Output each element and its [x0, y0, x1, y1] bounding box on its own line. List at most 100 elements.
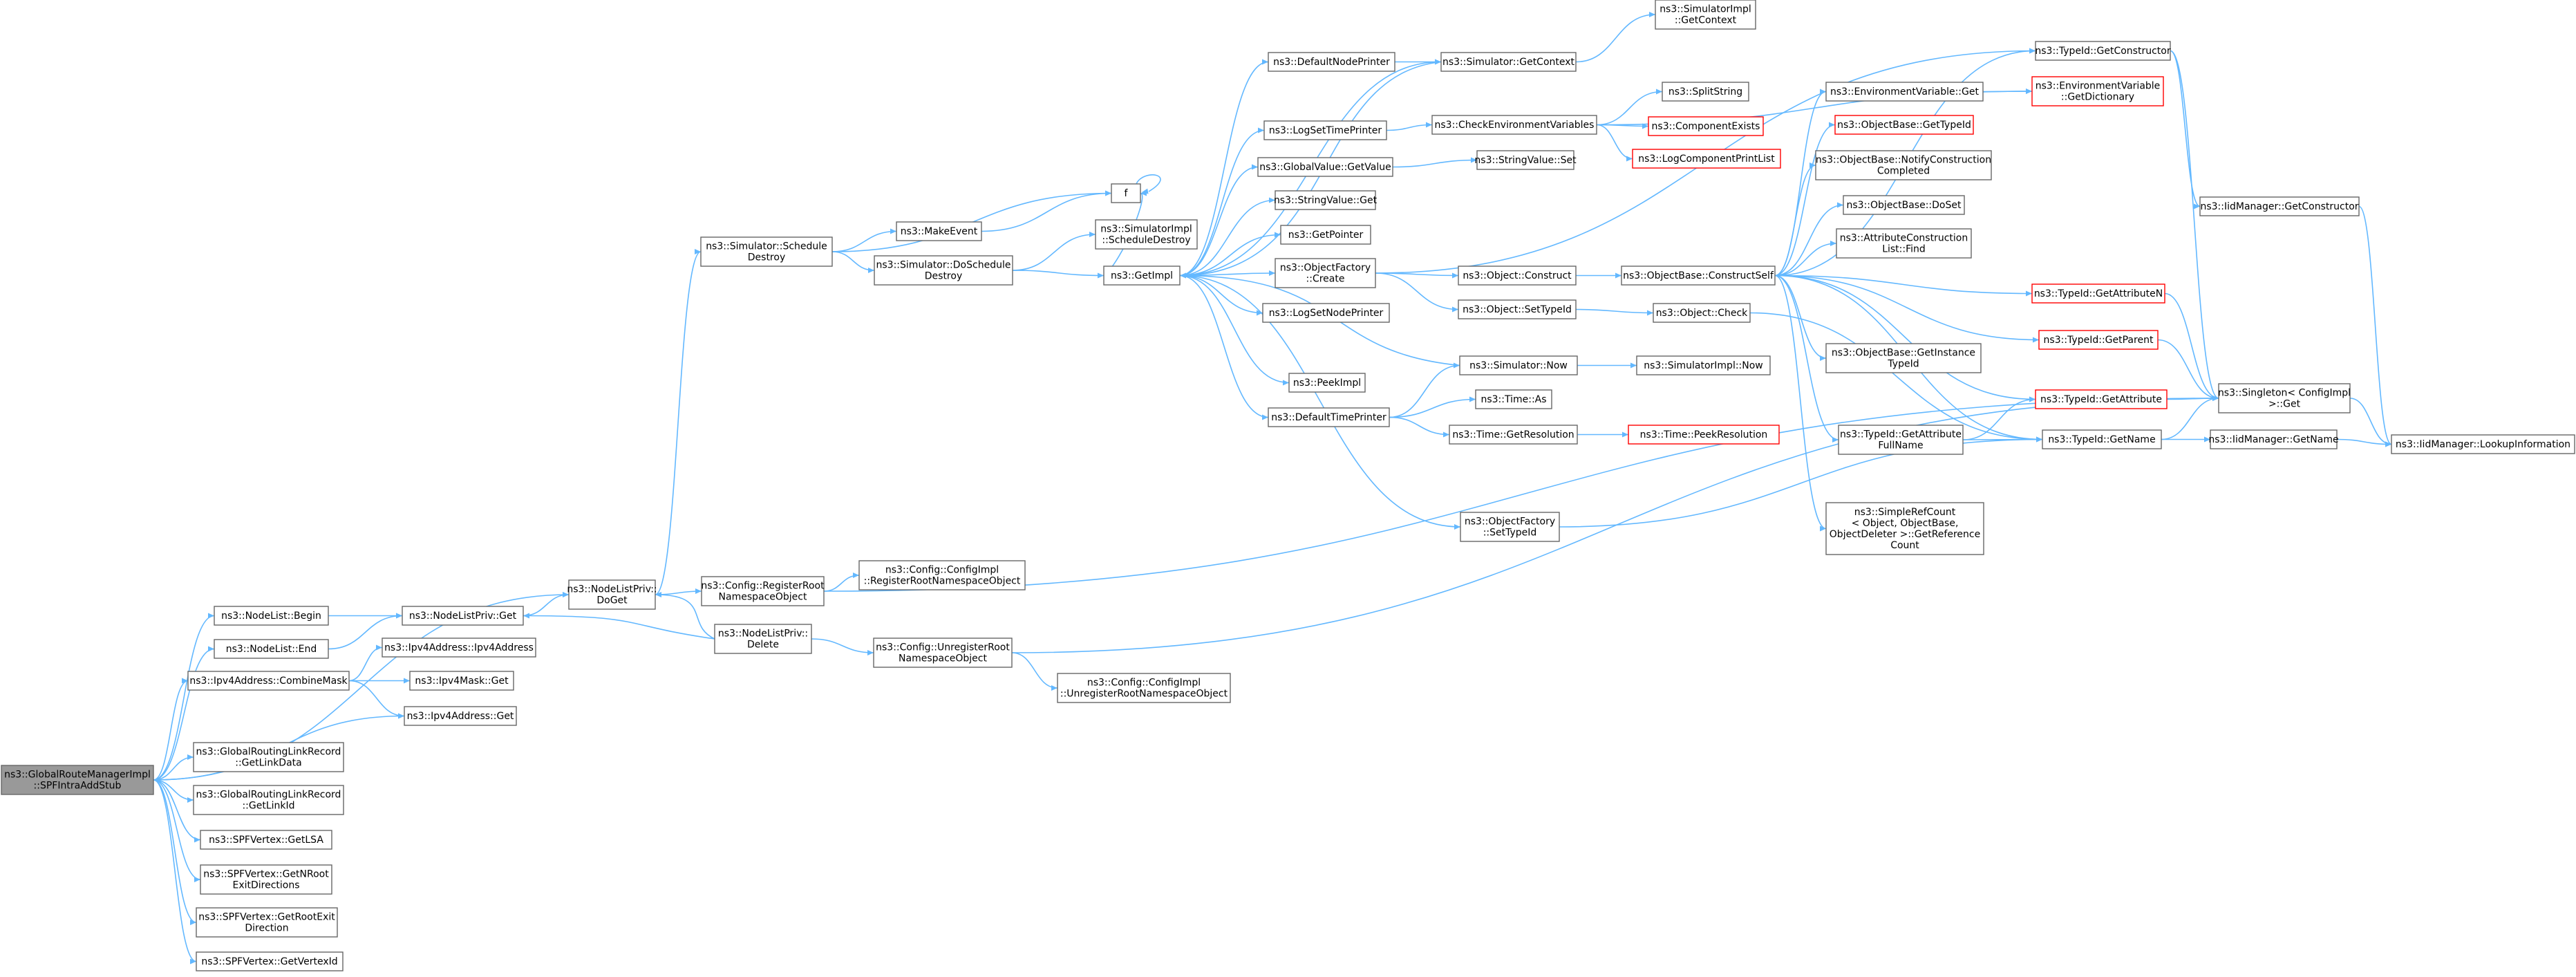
node-objconstruct[interactable]: ns3::Object::Construct [1458, 266, 1577, 286]
node-simimplctx[interactable]: ns3::SimulatorImpl::GetContext [1655, 0, 1756, 30]
node-notify[interactable]: ns3::ObjectBase::NotifyConstructionCompl… [1815, 150, 1992, 180]
node-envget[interactable]: ns3::EnvironmentVariable::Get [1825, 82, 1984, 102]
node-iidname[interactable]: ns3::IidManager::GetName [2208, 429, 2339, 449]
node-iidctor[interactable]: ns3::IidManager::GetConstructor [2199, 196, 2360, 216]
arrowhead [2033, 337, 2039, 343]
node-svget[interactable]: ns3::StringValue::Get [1274, 190, 1378, 210]
node-ipv4ctor[interactable]: ns3::Ipv4Address::Ipv4Address [382, 638, 536, 658]
node-label: ns3::Time::GetResolution [1452, 429, 1574, 440]
node-objfact[interactable]: ns3::ObjectFactory::Create [1275, 258, 1376, 288]
node-doget[interactable]: ns3::NodeListPriv::DoGet [567, 579, 657, 610]
node-objcheck[interactable]: ns3::Object::Check [1653, 303, 1751, 323]
node-timeas[interactable]: ns3::Time::As [1475, 389, 1552, 409]
node-compexists[interactable]: ns3::ComponentExists [1648, 116, 1764, 136]
node-getimpl[interactable]: ns3::GetImpl [1103, 266, 1181, 286]
node-label: ns3::SplitString [1668, 86, 1742, 97]
node-deftime[interactable]: ns3::DefaultTimePrinter [1268, 407, 1390, 427]
node-gvget[interactable]: ns3::GlobalValue::GetValue [1257, 157, 1393, 177]
edge-attrfull-to-tidattr [1962, 398, 2036, 440]
node-box [1280, 225, 1371, 245]
edge-f-to-f [1136, 174, 1161, 192]
node-label: ns3::Time::As [1480, 394, 1546, 405]
node-box [1440, 52, 1577, 72]
node-defnode[interactable]: ns3::DefaultNodePrinter [1268, 52, 1395, 72]
node-logcomp[interactable]: ns3::LogComponentPrintList [1632, 149, 1781, 169]
node-singleton[interactable]: ns3::Singleton< ConfigImpl>::Get [2218, 383, 2351, 413]
node-vid[interactable]: ns3::SPFVertex::GetVertexId [196, 951, 344, 971]
node-logsettime[interactable]: ns3::LogSetTimePrinter [1263, 120, 1387, 140]
node-maskget[interactable]: ns3::Ipv4Mask::Get [409, 671, 514, 691]
node-tidctor[interactable]: ns3::TypeId::GetConstructor [2035, 41, 2171, 61]
node-envdict[interactable]: ns3::EnvironmentVariable::GetDictionary [2031, 76, 2164, 106]
node-nlend[interactable]: ns3::NodeList::End [214, 639, 329, 659]
node-box [874, 255, 1013, 286]
node-refcount[interactable]: ns3::SimpleRefCount< Object, ObjectBase,… [1825, 502, 1984, 555]
arrowhead [404, 678, 410, 684]
node-tidparent[interactable]: ns3::TypeId::GetParent [2038, 330, 2159, 350]
node-doset[interactable]: ns3::ObjectBase::DoSet [1843, 195, 1965, 215]
node-checkenv[interactable]: ns3::CheckEnvironmentVariables [1431, 115, 1597, 135]
node-ofsettid[interactable]: ns3::ObjectFactory::SetTypeId [1460, 512, 1560, 542]
node-lookup[interactable]: ns3::IidManager::LookupInformation [2391, 434, 2575, 454]
node-label: ns3::EnvironmentVariable::Get [1830, 86, 1979, 97]
edge-nlend-to-nlpget [328, 615, 403, 650]
node-peekimpl[interactable]: ns3::PeekImpl [1288, 373, 1366, 393]
arrowhead [1837, 202, 1843, 208]
edge-deftime-to-timeas [1389, 398, 1476, 418]
arrowhead [1454, 524, 1460, 530]
arrowhead [1469, 396, 1476, 402]
node-getlsa[interactable]: ns3::SPFVertex::GetLSA [200, 830, 332, 850]
node-ipv4get[interactable]: ns3::Ipv4Address::Get [404, 706, 517, 726]
node-svset[interactable]: ns3::StringValue::Set [1474, 150, 1577, 170]
node-label: ns3::Simulator::GetContext [1442, 57, 1575, 68]
node-simimplnow[interactable]: ns3::SimulatorImpl::Now [1636, 355, 1771, 375]
node-unregroot[interactable]: ns3::Config::UnregisterRootNamespaceObje… [873, 638, 1013, 668]
node-obgettid[interactable]: ns3::ObjectBase::GetTypeId [1834, 115, 1974, 135]
node-regroot[interactable]: ns3::Config::RegisterRootNamespaceObject [701, 576, 825, 606]
node-makeevent[interactable]: ns3::MakeEvent [896, 221, 982, 241]
edge-getimpl-to-svget [1179, 199, 1276, 277]
node-simsched[interactable]: ns3::SimulatorImpl::ScheduleDestroy [1095, 219, 1198, 250]
edge-logsettime-to-checkenv [1386, 124, 1433, 131]
node-tidname[interactable]: ns3::TypeId::GetName [2042, 429, 2162, 449]
node-tidattrn[interactable]: ns3::TypeId::GetAttributeN [2031, 283, 2165, 304]
node-sched[interactable]: ns3::Simulator::ScheduleDestroy [700, 236, 833, 267]
node-f[interactable]: f [1111, 183, 1141, 203]
node-objsettid[interactable]: ns3::Object::SetTypeId [1458, 299, 1577, 319]
node-timeres[interactable]: ns3::Time::GetResolution [1449, 425, 1578, 445]
node-simnow[interactable]: ns3::Simulator::Now [1459, 355, 1578, 375]
node-combine[interactable]: ns3::Ipv4Address::CombineMask [187, 671, 350, 691]
node-delete[interactable]: ns3::NodeListPriv::Delete [714, 624, 812, 654]
node-label: NamespaceObject [899, 653, 987, 664]
node-splitstr[interactable]: ns3::SplitString [1662, 82, 1749, 102]
node-ldata[interactable]: ns3::GlobalRoutingLinkRecord::GetLinkDat… [193, 742, 344, 772]
edge-getimpl-to-logsetnode [1179, 275, 1263, 314]
node-peekres[interactable]: ns3::Time::PeekResolution [1628, 425, 1780, 445]
node-lid[interactable]: ns3::GlobalRoutingLinkRecord::GetLinkId [193, 785, 344, 815]
node-cfgreg[interactable]: ns3::Config::ConfigImpl::RegisterRootNam… [858, 560, 1026, 590]
node-box [382, 638, 536, 658]
node-tidattr[interactable]: ns3::TypeId::GetAttribute [2035, 389, 2168, 409]
node-label: ns3::NodeListPriv:: [567, 584, 657, 595]
node-constructself[interactable]: ns3::ObjectBase::ConstructSelf [1621, 266, 1776, 286]
node-box [1655, 0, 1756, 30]
node-nlbegin[interactable]: ns3::NodeList::Begin [214, 606, 329, 626]
node-box [701, 576, 825, 606]
node-nlpget[interactable]: ns3::NodeListPriv::Get [402, 606, 524, 626]
node-root[interactable]: ns3::GlobalRouteManagerImpl::SPFIntraAdd… [1, 765, 154, 795]
edge-unregroot-to-cfgunreg [1011, 652, 1058, 689]
node-cfgunreg[interactable]: ns3::Config::ConfigImpl::UnregisterRootN… [1057, 673, 1231, 703]
arrowhead [208, 613, 214, 619]
node-logsetnode[interactable]: ns3::LogSetNodePrinter [1262, 303, 1390, 323]
node-box [1095, 219, 1198, 250]
edge-objcheck-to-tidname [1749, 312, 2043, 440]
node-label: ::SetTypeId [1483, 528, 1537, 539]
node-simctx[interactable]: ns3::Simulator::GetContext [1440, 52, 1577, 72]
node-getptr[interactable]: ns3::GetPointer [1280, 225, 1371, 245]
